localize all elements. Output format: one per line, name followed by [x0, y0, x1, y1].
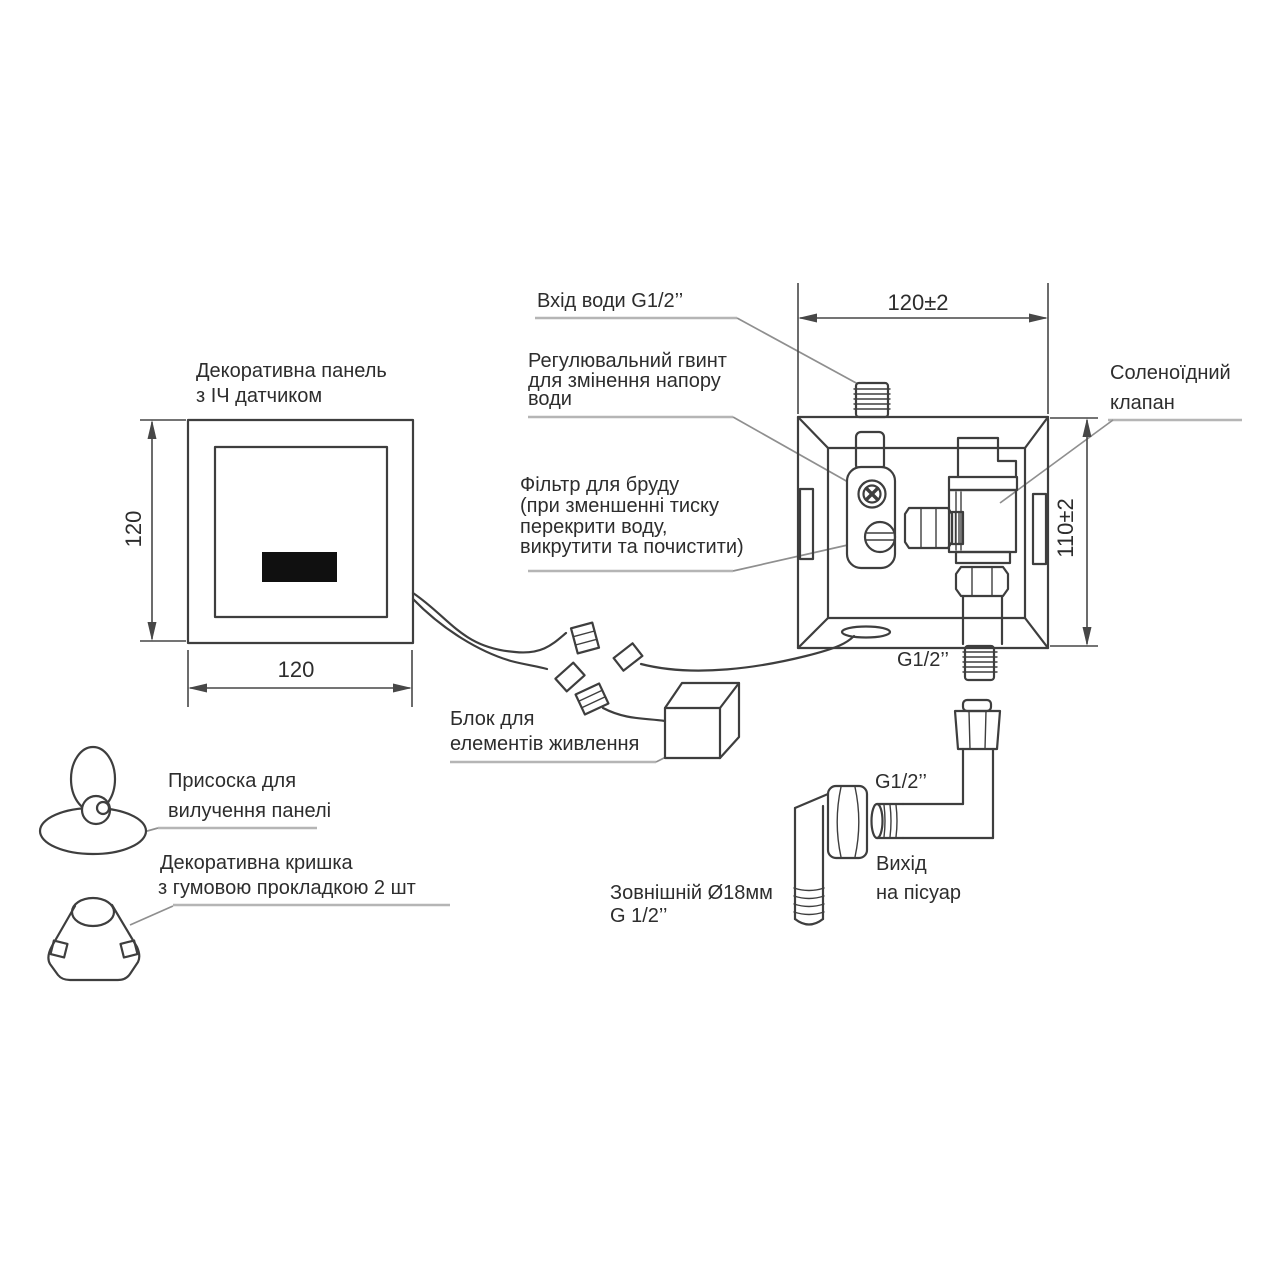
cap-side-hole [49, 939, 69, 959]
adjusting-screw-label-line2: для змінення напору [528, 370, 721, 392]
outlet-pipe-drawing [793, 784, 869, 926]
decorative-cap-label-line2: з гумовою прокладкою 2 шт [158, 877, 416, 899]
elbow-thread-label: G1/2’’ [875, 771, 927, 793]
cable-connector-plug [574, 682, 610, 716]
battery-box-label-line1: Блок для [450, 708, 535, 730]
cap-nut [953, 709, 1002, 751]
urinal-outlet-label-line2: на пісуар [876, 882, 962, 904]
box-height-dimension [1050, 417, 1098, 647]
decorative-cap-drawing [47, 896, 141, 982]
valve-hex-nut [954, 565, 1010, 598]
panel-title-line2: з ІЧ датчиком [196, 385, 323, 407]
leader-decorative-cap [129, 903, 450, 926]
outlet-elbow-drawing [870, 698, 1002, 840]
pipe-spec-label-line1: Зовнішній Ø18мм [610, 882, 773, 904]
suction-cup-drawing [38, 745, 148, 856]
box-outlet-thread-label: G1/2’’ [897, 649, 949, 671]
ir-sensor-window [262, 552, 337, 582]
sensor-cable-upper [411, 591, 856, 672]
dirt-filter-label-line3: перекрити воду, [520, 516, 668, 538]
control-box-drawing [796, 381, 1050, 682]
dirt-filter-label-line1: Фільтр для бруду [520, 474, 680, 496]
water-outlet-stub [962, 644, 998, 682]
adjusting-screw [857, 479, 887, 509]
box-width-dim-text: 120±2 [887, 290, 949, 315]
leader-solenoid-valve [999, 418, 1242, 504]
suction-cup-label-line1: Присоска для [168, 770, 297, 792]
box-inner-frame [826, 446, 1027, 620]
panel-title-line1: Декоративна панель [196, 360, 387, 382]
cap-side-hole [119, 939, 139, 959]
cable-connector-socket [612, 642, 644, 672]
urinal-outlet-label-line1: Вихід [876, 853, 927, 875]
mounting-tab-left [798, 487, 815, 561]
panel-height-dim-text: 120 [121, 510, 146, 548]
mounting-tab-right [1031, 492, 1048, 566]
cable-connector-plug [569, 621, 601, 655]
suction-cup-label-line2: вилучення панелі [168, 800, 332, 822]
bottom-hole [840, 625, 892, 639]
adjusting-screw-label-line1: Регулювальний гвинт [528, 350, 727, 372]
leader-suction-cup [121, 826, 317, 839]
box-outer-frame [796, 415, 1050, 650]
box-width-dimension [797, 283, 1049, 414]
dirt-filter-label-line2: (при зменшенні тиску [520, 495, 719, 517]
coupling-nut [903, 506, 965, 550]
leader-battery-box [450, 756, 667, 764]
battery-box-drawing [663, 681, 741, 760]
sensor-cable-lower [411, 597, 667, 723]
panel-height-dimension [140, 419, 186, 642]
adjusting-screw-label-line3: води [528, 388, 572, 410]
dirt-filter [863, 520, 897, 554]
water-inlet-stub [853, 381, 891, 419]
dirt-filter-label-line4: викрутити та почистити) [520, 536, 744, 558]
flange-nut [826, 784, 869, 860]
inlet-label: Вхід води G1/2’’ [537, 290, 684, 312]
panel-inner-frame [213, 445, 389, 619]
solenoid-valve-body [947, 436, 1019, 646]
panel-width-dim-text: 120 [277, 657, 315, 682]
panel-outer-frame [186, 418, 415, 645]
solenoid-label-line2: клапан [1110, 392, 1175, 414]
battery-box-label-line2: елементів живлення [450, 733, 640, 755]
solenoid-label-line1: Соленоїдний [1110, 362, 1231, 384]
box-height-dim-text: 110±2 [1053, 498, 1078, 558]
decorative-panel-drawing [186, 418, 415, 645]
regulator-filter-unit [845, 430, 897, 570]
cable-connector-socket [554, 661, 586, 693]
pipe-spec-label-line2: G 1/2’’ [610, 905, 668, 927]
elbow-threaded-end [870, 802, 905, 840]
decorative-cap-label-line1: Декоративна кришка [160, 852, 353, 874]
pipe-thread [793, 887, 825, 916]
panel-width-dimension [187, 650, 413, 707]
